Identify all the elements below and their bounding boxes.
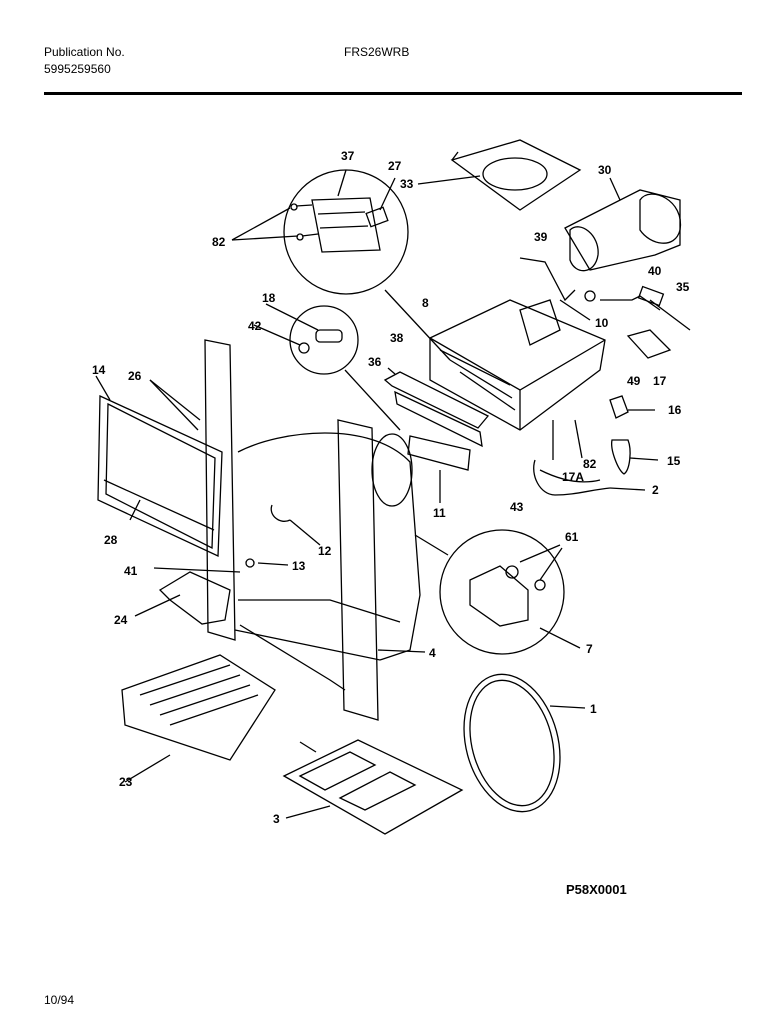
callout-33: 33 xyxy=(400,177,414,191)
callout-10: 10 xyxy=(595,316,609,330)
drip-tray-23 xyxy=(121,654,276,783)
callout-40: 40 xyxy=(648,264,662,278)
callout-4: 4 xyxy=(429,646,436,660)
publication-label: Publication No. xyxy=(44,45,125,59)
header-rule xyxy=(44,92,742,95)
frame-14 xyxy=(95,375,223,558)
callout-15: 15 xyxy=(667,454,681,468)
callout-35: 35 xyxy=(676,280,690,294)
callout-23: 23 xyxy=(119,775,133,789)
dispenser-body xyxy=(204,339,421,721)
callout-14: 14 xyxy=(92,363,106,377)
callout-8: 8 xyxy=(422,296,429,310)
callout-17A: 17A xyxy=(562,470,584,484)
switch-cluster xyxy=(519,257,691,359)
tube-1 xyxy=(463,673,586,813)
detail-circle-right xyxy=(414,529,581,655)
callout-36: 36 xyxy=(368,355,382,369)
callout-38: 38 xyxy=(390,331,404,345)
model-number: FRS26WRB xyxy=(344,45,410,59)
callout-13: 13 xyxy=(292,559,306,573)
plate-3 xyxy=(282,739,464,835)
callout-17: 17 xyxy=(653,374,667,388)
part-11 xyxy=(407,435,471,503)
callout-11: 11 xyxy=(433,506,446,520)
callout-1: 1 xyxy=(590,702,597,716)
callout-27: 27 xyxy=(388,159,402,173)
callout-26: 26 xyxy=(128,369,142,383)
footer-date: 10/94 xyxy=(44,993,75,1007)
diagram-code: P58X0001 xyxy=(566,882,627,897)
callout-82-right: 82 xyxy=(583,457,597,471)
callout-3: 3 xyxy=(273,812,280,826)
callout-16: 16 xyxy=(668,403,682,417)
publication-number: 5995259560 xyxy=(44,62,111,76)
callout-82-top: 82 xyxy=(212,235,226,249)
duct-30 xyxy=(564,177,682,272)
callout-42: 42 xyxy=(248,319,262,333)
callout-18: 18 xyxy=(262,291,276,305)
plate-33 xyxy=(417,139,582,211)
callout-28: 28 xyxy=(104,533,118,547)
callout-labels: 37 27 82 33 30 39 40 35 18 42 8 38 10 36… xyxy=(92,149,690,826)
actuator-parts xyxy=(134,504,321,625)
callout-41: 41 xyxy=(124,564,138,578)
detail-circle-top xyxy=(231,169,451,361)
callout-49: 49 xyxy=(627,374,641,388)
callout-37: 37 xyxy=(341,149,355,163)
detail-circle-left xyxy=(253,303,401,431)
callout-24: 24 xyxy=(114,613,128,627)
callout-2: 2 xyxy=(652,483,659,497)
callout-43: 43 xyxy=(510,500,524,514)
housing-8 xyxy=(429,299,606,431)
callout-12: 12 xyxy=(318,544,332,558)
bezel-36 xyxy=(383,367,490,448)
lamp-and-harness xyxy=(533,395,659,496)
callout-7: 7 xyxy=(586,642,593,656)
callout-39: 39 xyxy=(534,230,548,244)
callout-61: 61 xyxy=(565,530,579,544)
callout-30: 30 xyxy=(598,163,612,177)
